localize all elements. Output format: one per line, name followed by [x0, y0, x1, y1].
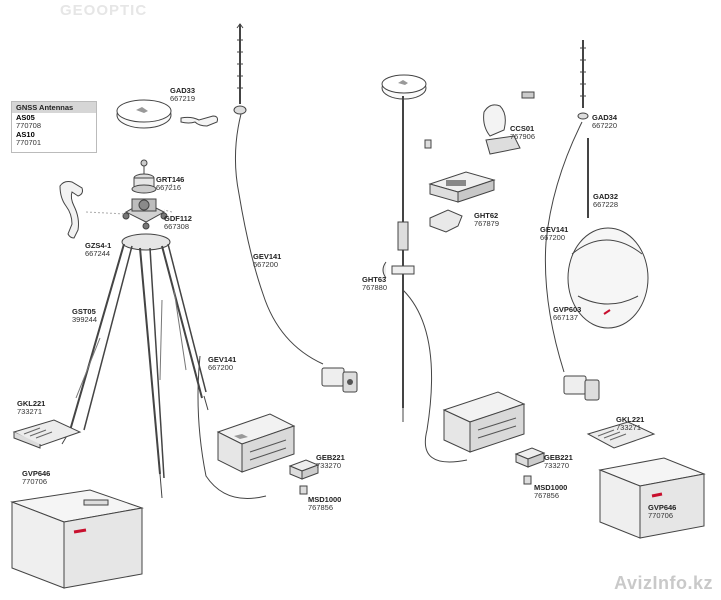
radio-antenna-left	[233, 23, 247, 115]
geb221-battery-a	[288, 459, 320, 480]
cable-rover	[402, 289, 468, 463]
gvp603-backpack	[567, 227, 649, 329]
gnss-antennas-box: GNSS Antennas AS05 770708 AS10 770701	[11, 101, 97, 153]
as10-number: 770701	[16, 137, 42, 147]
card-small	[424, 139, 432, 149]
gkl221-charger-b	[586, 421, 656, 449]
msd1000-card-a	[299, 485, 308, 495]
geb221-battery-b	[514, 447, 546, 468]
as05-number: 770708	[16, 121, 42, 131]
gvp646-case-a	[10, 489, 144, 589]
gkl221-charger-a	[12, 419, 82, 449]
as05-code: AS05	[16, 113, 35, 122]
ght62-holder	[429, 209, 463, 233]
radio-module-left	[321, 367, 358, 393]
cable-gev141-a	[234, 113, 324, 365]
controller	[428, 171, 496, 203]
gnss-antennas-header: GNSS Antennas	[12, 102, 96, 113]
radio-module-right	[563, 375, 600, 401]
as10-code: AS10	[16, 129, 35, 139]
cable-gev141-c	[544, 121, 583, 373]
rover-pole	[397, 96, 409, 422]
watermark: AvizInfo.kz	[614, 573, 713, 593]
msd1000-card-b	[523, 475, 532, 485]
ccs01-bag	[483, 104, 521, 155]
gvp646-case-b	[598, 457, 706, 539]
radio-antenna-right	[577, 40, 589, 120]
rover-antenna-disk	[381, 74, 427, 100]
gdf112-tribrach	[122, 198, 168, 230]
grt146-carrier	[131, 159, 157, 194]
ght63-clamp	[382, 261, 415, 279]
gzs4-hook	[59, 181, 83, 239]
cable-gev141-b	[197, 355, 267, 499]
receiver-a	[216, 413, 296, 473]
gst05-tripod	[61, 233, 209, 499]
gad33-bracket	[180, 115, 218, 127]
brand-logo: GEOOPTIC	[60, 2, 148, 19]
gnss-antenna-disk	[116, 99, 172, 129]
receiver-b	[442, 391, 526, 453]
card-small-2	[521, 91, 535, 99]
